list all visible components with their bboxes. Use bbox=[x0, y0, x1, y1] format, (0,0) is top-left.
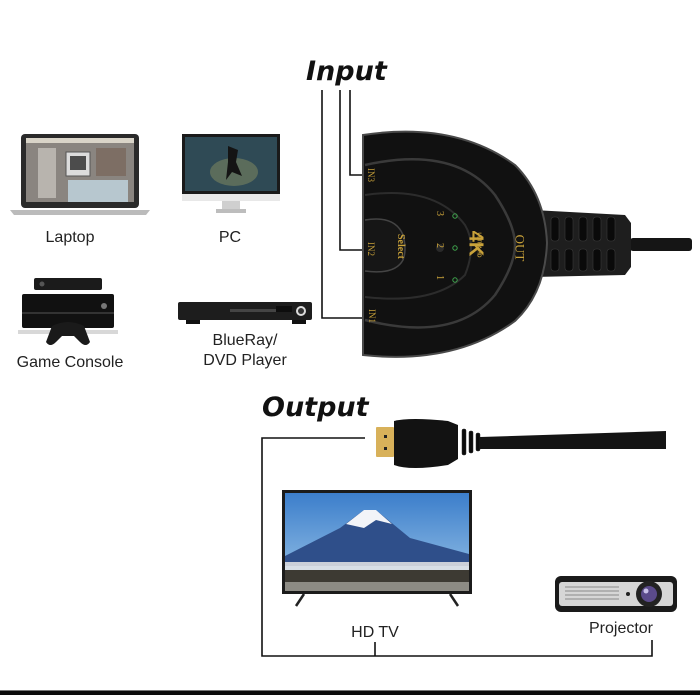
led-1 bbox=[452, 277, 458, 283]
output-heading: Output bbox=[262, 392, 369, 423]
line-in2 bbox=[339, 90, 372, 251]
hdmi-cable-wire bbox=[480, 431, 666, 449]
game-console-icon bbox=[18, 278, 118, 345]
hd-tv-label: HD TV bbox=[351, 624, 399, 641]
port-label-in2: IN2 bbox=[366, 242, 376, 256]
projector-icon bbox=[555, 576, 677, 612]
bottom-border bbox=[0, 690, 700, 695]
game-console-label: Game Console bbox=[16, 354, 124, 371]
badge-ultra-hd: ULTRA HD bbox=[475, 232, 482, 258]
dvd-player-label: BlueRay/ DVD Player bbox=[180, 331, 310, 371]
pc-icon bbox=[182, 134, 280, 213]
port-label-in1: IN1 bbox=[367, 309, 377, 323]
indicator-number-2: 2 bbox=[434, 243, 445, 248]
dvd-player-label-line2: DVD Player bbox=[203, 352, 287, 369]
line-in1 bbox=[321, 90, 372, 319]
hdmi-connector-body bbox=[394, 419, 458, 468]
led-3 bbox=[452, 213, 458, 219]
select-label: Select bbox=[395, 234, 406, 259]
select-button-dot bbox=[436, 244, 444, 252]
laptop-label: Laptop bbox=[45, 229, 95, 246]
switch-cable bbox=[630, 238, 692, 251]
line-output-main bbox=[261, 437, 653, 657]
hdmi-switch bbox=[362, 130, 692, 358]
pc-label: PC bbox=[218, 229, 242, 246]
dvd-player-label-line1: BlueRay/ bbox=[212, 332, 278, 349]
switch-body bbox=[362, 130, 549, 358]
port-label-in3: IN3 bbox=[366, 168, 376, 182]
indicator-number-3: 3 bbox=[434, 211, 445, 216]
laptop-icon bbox=[10, 134, 150, 215]
dvd-player-icon bbox=[178, 302, 312, 324]
hdmi-connector-tip bbox=[376, 427, 394, 457]
select-button-shape bbox=[364, 218, 406, 273]
led-2 bbox=[452, 245, 458, 251]
input-heading: Input bbox=[306, 56, 387, 87]
out-label: OUT bbox=[512, 234, 528, 262]
hd-tv-icon bbox=[282, 490, 472, 607]
projector-label: Projector bbox=[588, 620, 654, 637]
hdmi-cable bbox=[376, 419, 666, 468]
indicator-number-1: 1 bbox=[434, 275, 445, 280]
